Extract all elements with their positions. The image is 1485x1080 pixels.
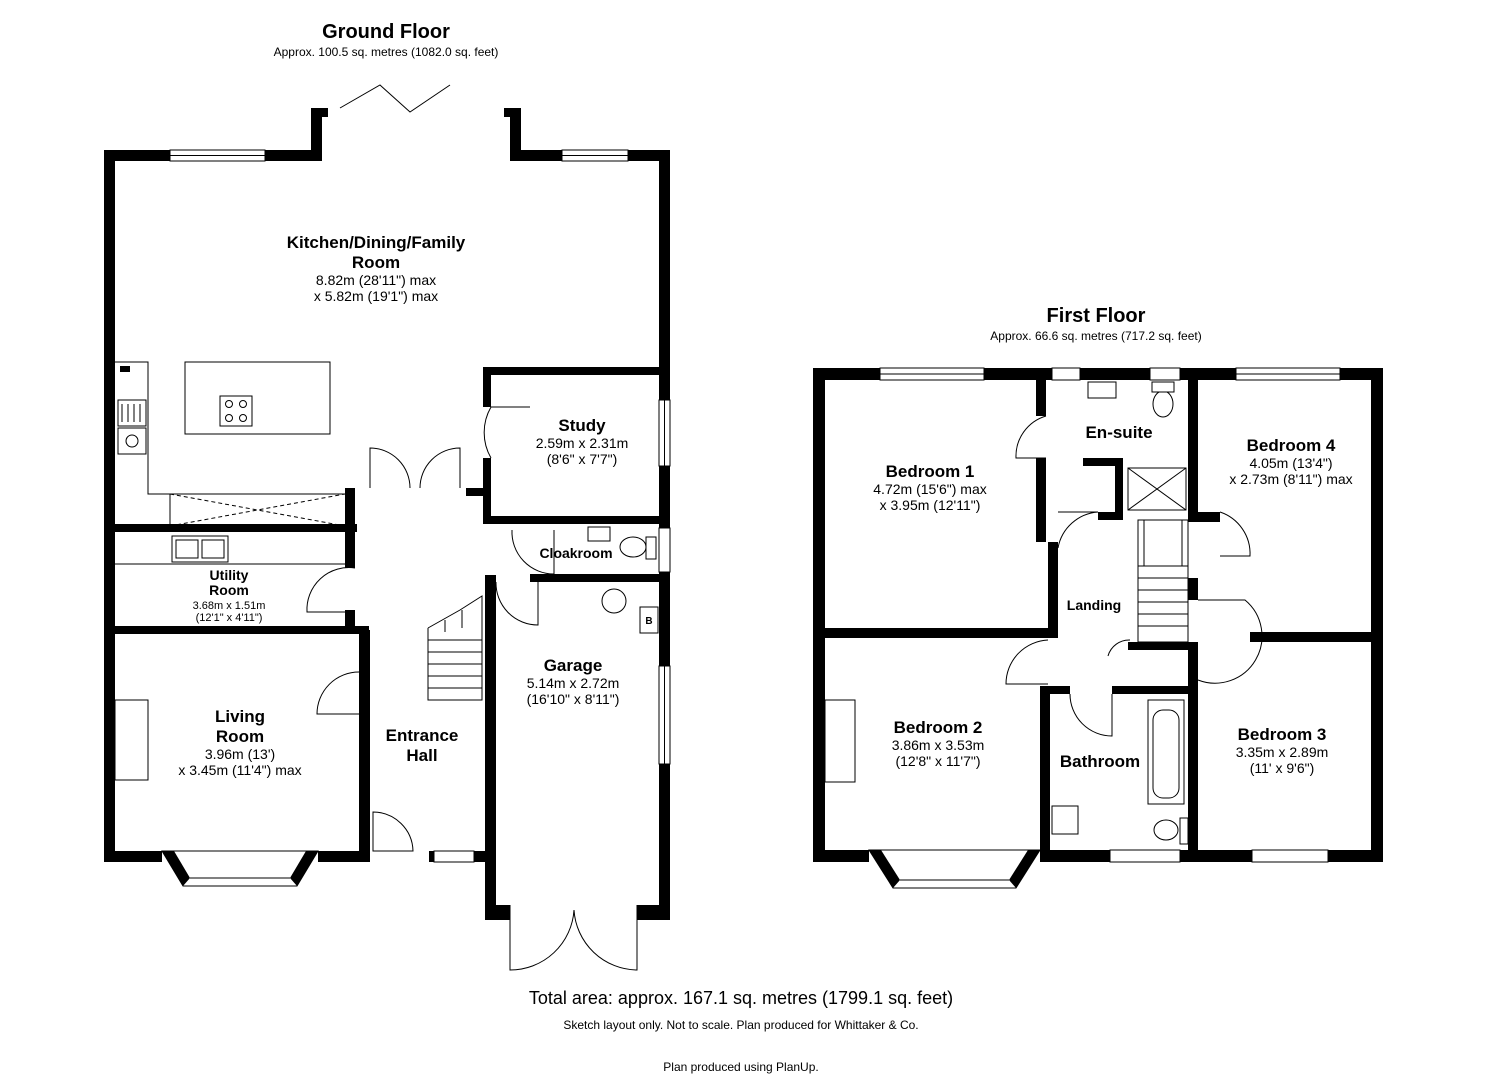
hall-name-1: Entrance [386,726,459,745]
first-floor-plan: First Floor Approx. 66.6 sq. metres (717… [813,305,1383,889]
plan-footer: Total area: approx. 167.1 sq. metres (17… [529,988,953,1074]
first-floor-area: Approx. 66.6 sq. metres (717.2 sq. feet) [990,329,1201,343]
ground-floor-title: Ground Floor [322,21,450,43]
bedroom3-dim-2: (11' x 9'6") [1250,760,1315,776]
kitchen-dim-1: 8.82m (28'11") max [316,272,436,288]
ground-floor-stairs [427,595,483,701]
disclaimer-note: Sketch layout only. Not to scale. Plan p… [563,1018,918,1032]
bedroom4-name: Bedroom 4 [1247,436,1336,455]
boiler-label: B [645,616,652,627]
ground-floor-doors [306,84,638,971]
ground-floor-walls [104,108,670,920]
living-dim-1: 3.96m (13') [205,746,275,762]
study-dim-2: (8'6" x 7'7") [547,451,618,467]
first-floor-doors [1005,415,1263,737]
ground-floor-labels: Kitchen/Dining/Family Room 8.82m (28'11"… [178,233,628,778]
living-dim-2: x 3.45m (11'4") max [178,762,301,778]
hall-name-2: Hall [406,746,437,765]
garage-dim-1: 5.14m x 2.72m [527,675,620,691]
utility-name-2: Room [209,582,249,598]
first-floor-stairs [1137,519,1189,643]
ensuite-name: En-suite [1085,423,1152,442]
plan-credit: Plan produced using PlanUp. [663,1060,818,1074]
living-name-2: Room [216,727,264,746]
study-name: Study [558,416,606,435]
ground-floor-windows [161,149,671,887]
utility-name-1: Utility [210,567,249,583]
ground-floor-fixtures: B [114,361,659,781]
kitchen-dim-2: x 5.82m (19'1") max [314,288,438,304]
utility-dim-2: (12'1" x 4'11") [196,612,263,624]
bedroom1-name: Bedroom 1 [886,462,975,481]
bathroom-name: Bathroom [1060,752,1140,771]
bedroom4-dim-1: 4.05m (13'4") [1249,455,1332,471]
ground-floor-plan: Ground Floor Approx. 100.5 sq. metres (1… [104,21,671,971]
first-floor-windows [868,367,1341,889]
first-floor-labels: Bedroom 1 4.72m (15'6") max x 3.95m (12'… [873,423,1352,776]
bedroom3-name: Bedroom 3 [1238,725,1327,744]
bedroom2-dim-2: (12'8" x 11'7") [895,753,980,769]
bedroom3-dim-1: 3.35m x 2.89m [1236,744,1329,760]
first-floor-fixtures [824,381,1189,845]
bedroom1-dim-1: 4.72m (15'6") max [873,481,986,497]
garage-name: Garage [544,656,603,675]
bedroom2-dim-1: 3.86m x 3.53m [892,737,985,753]
utility-dim-1: 3.68m x 1.51m [193,600,266,612]
bedroom2-name: Bedroom 2 [894,718,983,737]
total-area: Total area: approx. 167.1 sq. metres (17… [529,988,953,1008]
kitchen-name-1: Kitchen/Dining/Family [287,233,466,252]
first-floor-title: First Floor [1047,305,1146,327]
kitchen-name-2: Room [352,253,400,272]
study-dim-1: 2.59m x 2.31m [536,435,629,451]
bedroom4-dim-2: x 2.73m (8'11") max [1229,471,1352,487]
bedroom1-dim-2: x 3.95m (12'11") [880,497,981,513]
garage-dim-2: (16'10" x 8'11") [527,691,620,707]
cloakroom-name: Cloakroom [539,545,612,561]
ground-floor-area: Approx. 100.5 sq. metres (1082.0 sq. fee… [274,45,499,59]
living-name-1: Living [215,707,265,726]
landing-name: Landing [1067,597,1121,613]
